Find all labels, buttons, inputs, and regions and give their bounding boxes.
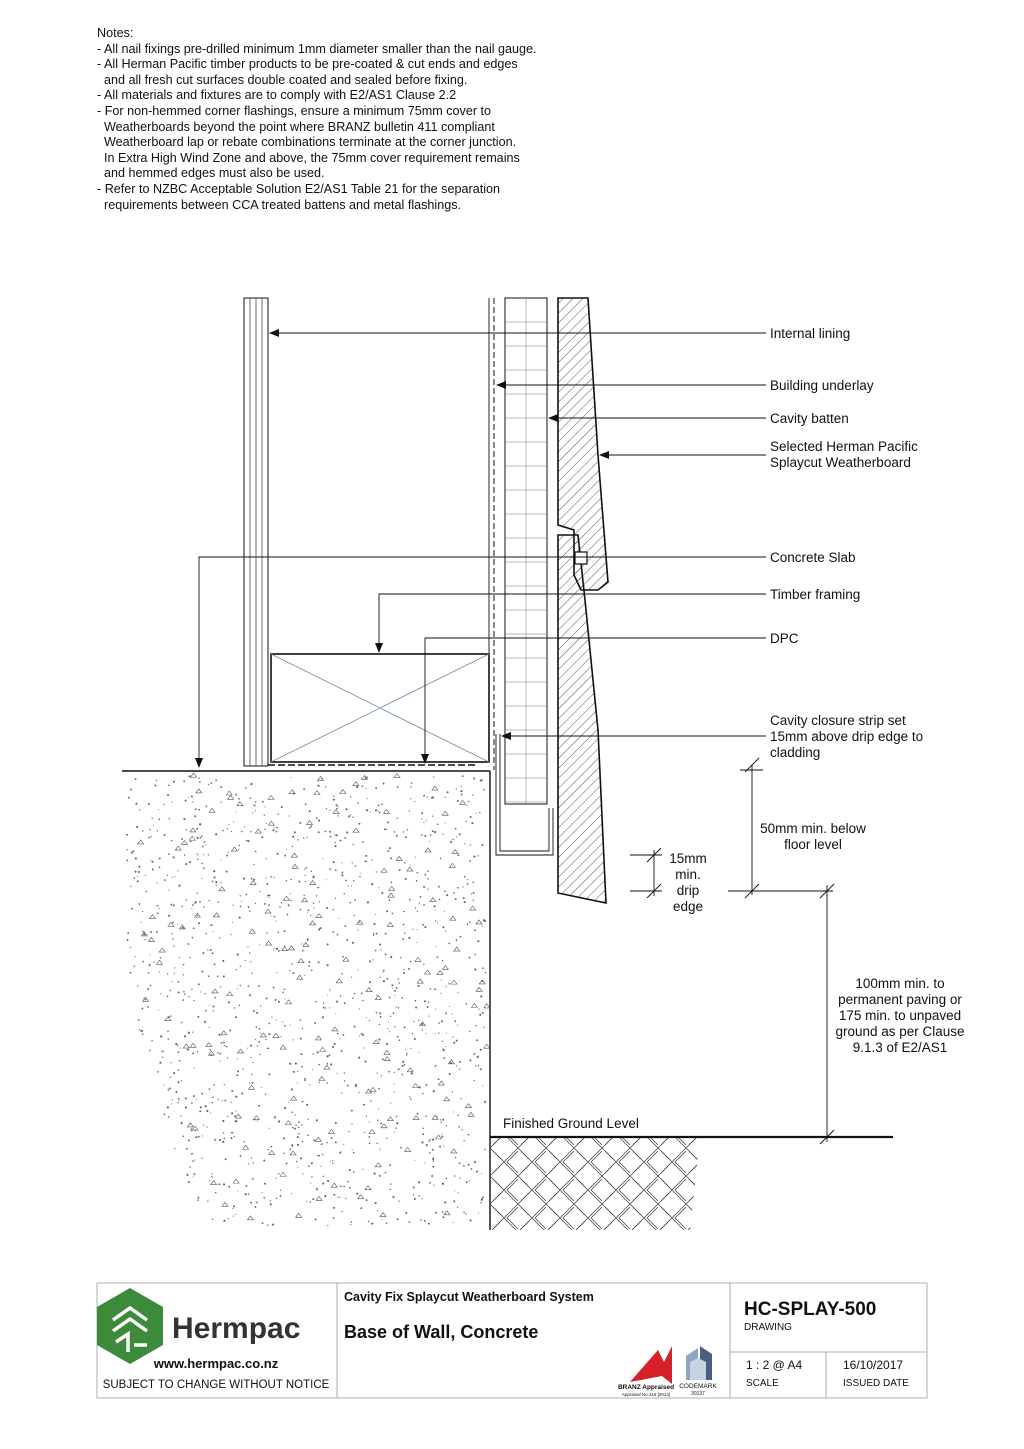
- cavity-batten: [504, 297, 548, 805]
- notes-heading: Notes:: [97, 26, 134, 40]
- notes-block: Notes: - All nail fixings pre-drilled mi…: [97, 26, 657, 213]
- issued-date: 16/10/2017: [843, 1358, 903, 1372]
- finished-ground: [490, 1135, 893, 1230]
- title-block: Hermpac www.hermpac.co.nz SUBJECT TO CHA…: [96, 1282, 928, 1399]
- label-dim-15: 15mm: [669, 851, 707, 866]
- drawing-number: HC-SPLAY-500: [744, 1299, 876, 1320]
- cavity-closure-strip: [495, 734, 554, 856]
- label-dim-100: permanent paving or: [838, 992, 962, 1007]
- codemark-icon: [686, 1346, 712, 1380]
- note-line: - All Herman Pacific timber products to …: [97, 57, 518, 72]
- concrete-slab: [122, 770, 491, 1230]
- leaders: [195, 329, 766, 768]
- hermpac-logo-icon: [97, 1288, 163, 1364]
- label-dim-100: 175 min. to unpaved: [839, 1008, 961, 1023]
- weatherboard-lower: [557, 534, 607, 904]
- website: www.hermpac.co.nz: [153, 1356, 279, 1371]
- label-dim-50: 50mm min. below: [760, 821, 866, 836]
- weatherboard-upper: [557, 297, 609, 591]
- internal-lining: [243, 297, 269, 767]
- label-dpc: DPC: [770, 631, 799, 646]
- note-line: - All nail fixings pre-drilled minimum 1…: [97, 41, 537, 56]
- system-name: Cavity Fix Splaycut Weatherboard System: [344, 1290, 594, 1304]
- codemark-number: 30137: [691, 1391, 705, 1397]
- label-concrete-slab: Concrete Slab: [770, 550, 856, 565]
- fixing-nail: [574, 551, 588, 565]
- brand-name: Hermpac: [172, 1312, 300, 1345]
- label-closure-strip: cladding: [770, 745, 820, 760]
- label-closure-strip: 15mm above drip edge to: [770, 729, 923, 744]
- label-building-underlay: Building underlay: [770, 378, 874, 393]
- note-line: and hemmed edges must also be used.: [97, 166, 325, 181]
- building-underlay: [488, 298, 495, 770]
- note-line: and all fresh cut surfaces double coated…: [97, 72, 468, 87]
- dimensions: [630, 757, 835, 1145]
- timber-framing: [270, 653, 490, 763]
- note-line: - All materials and fixtures are to comp…: [97, 88, 457, 103]
- label-dim-15: min.: [675, 867, 701, 882]
- label-weatherboard: Selected Herman Pacific: [770, 439, 918, 454]
- drawing-title: Base of Wall, Concrete: [344, 1322, 538, 1342]
- label-dim-100: 9.1.3 of E2/AS1: [853, 1040, 948, 1055]
- label-finished-ground-level: Finished Ground Level: [503, 1116, 639, 1131]
- label-cavity-batten: Cavity batten: [770, 411, 849, 426]
- issued-date-label: ISSUED DATE: [843, 1378, 909, 1389]
- branz-appraised-icon: [630, 1346, 672, 1384]
- concrete-speckle: [126, 772, 491, 1227]
- label-timber-framing: Timber framing: [770, 587, 860, 602]
- callout-labels: Internal lining Building underlay Cavity…: [503, 326, 965, 1131]
- note-line: Weatherboards beyond the point where BRA…: [97, 119, 495, 134]
- label-dim-15: drip: [677, 883, 700, 898]
- branz-label: BRANZ Appraised: [618, 1384, 674, 1391]
- label-closure-strip: Cavity closure strip set: [770, 713, 906, 728]
- note-line: - Refer to NZBC Acceptable Solution E2/A…: [97, 181, 500, 196]
- label-dim-50: floor level: [784, 837, 842, 852]
- drawing-label: DRAWING: [744, 1322, 792, 1333]
- label-weatherboard: Splaycut Weatherboard: [770, 455, 911, 470]
- scale-label: SCALE: [746, 1378, 779, 1389]
- branz-appraisal-no: Appraisal No.416 [2014]: [622, 1392, 670, 1397]
- disclaimer: SUBJECT TO CHANGE WITHOUT NOTICE: [103, 1379, 330, 1391]
- note-line: - For non-hemmed corner flashings, ensur…: [97, 103, 492, 118]
- label-dim-100: ground as per Clause: [835, 1024, 964, 1039]
- label-dim-15: edge: [673, 899, 703, 914]
- scale-value: 1 : 2 @ A4: [746, 1358, 803, 1372]
- label-dim-100: 100mm min. to: [855, 976, 944, 991]
- note-line: requirements between CCA treated battens…: [97, 197, 462, 212]
- note-line: In Extra High Wind Zone and above, the 7…: [97, 150, 520, 165]
- codemark-label: CODEMARK: [679, 1383, 717, 1390]
- note-line: Weatherboard lap or rebate combinations …: [97, 135, 517, 150]
- label-internal-lining: Internal lining: [770, 326, 850, 341]
